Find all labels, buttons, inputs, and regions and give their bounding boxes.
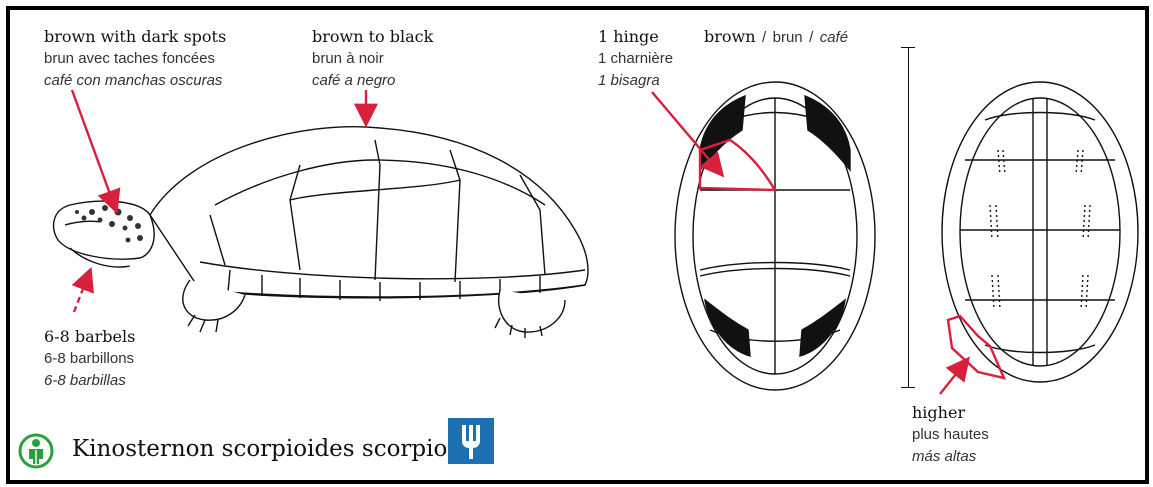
plastron-view bbox=[675, 82, 875, 390]
label-spots-fr: brun avec taches foncées bbox=[44, 48, 226, 70]
length-scale-tick-top bbox=[901, 47, 915, 48]
carapace-top-view bbox=[942, 82, 1138, 382]
label-plastron-sep: / bbox=[762, 29, 766, 46]
fork-icon bbox=[447, 417, 495, 465]
label-barbels: 6-8 barbels 6-8 barbillons 6-8 barbillas bbox=[44, 326, 135, 392]
label-plastron-es: café bbox=[820, 29, 848, 46]
label-hinge: 1 hinge 1 charnière 1 bisagra bbox=[598, 26, 673, 92]
length-scale-tick-bottom bbox=[901, 387, 915, 388]
label-hinge-en: 1 hinge bbox=[598, 26, 673, 48]
person-circle-icon bbox=[18, 433, 54, 469]
label-barbels-en: 6-8 barbels bbox=[44, 326, 135, 348]
label-spots-es: café con manchas oscuras bbox=[44, 70, 226, 92]
label-hinge-es: 1 bisagra bbox=[598, 70, 673, 92]
label-hinge-fr: 1 charnière bbox=[598, 48, 673, 70]
label-barbels-es: 6-8 barbillas bbox=[44, 370, 135, 392]
species-name: Kinosternon scorpioides scorpioides bbox=[72, 436, 495, 462]
label-higher: higher plus hautes más altas bbox=[912, 402, 989, 468]
label-shell-en: brown to black bbox=[312, 26, 433, 48]
side-view-turtle bbox=[54, 127, 588, 338]
length-scale-bar bbox=[908, 47, 909, 387]
label-spots: brown with dark spots brun avec taches f… bbox=[44, 26, 226, 92]
label-higher-es: más altas bbox=[912, 446, 989, 468]
label-higher-fr: plus hautes bbox=[912, 424, 989, 446]
label-plastron-sep-2: / bbox=[809, 29, 813, 46]
label-plastron-fr: brun bbox=[773, 29, 803, 46]
label-plastron-color: brown / brun / café bbox=[704, 26, 850, 49]
label-barbels-fr: 6-8 barbillons bbox=[44, 348, 135, 370]
label-shell-es: café a negro bbox=[312, 70, 433, 92]
label-spots-en: brown with dark spots bbox=[44, 26, 226, 48]
label-shell: brown to black brun à noir café a negro bbox=[312, 26, 433, 92]
label-shell-fr: brun à noir bbox=[312, 48, 433, 70]
label-higher-en: higher bbox=[912, 402, 989, 424]
label-plastron-en: brown bbox=[704, 27, 756, 46]
